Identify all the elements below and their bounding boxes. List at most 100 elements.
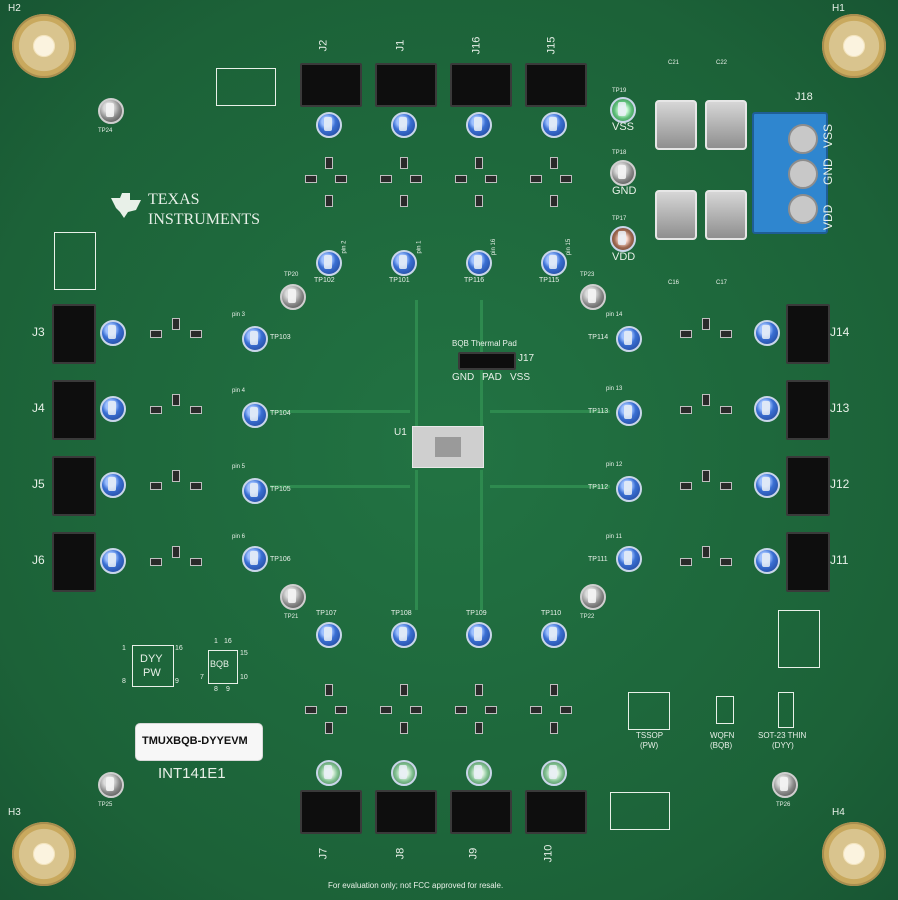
header-j5[interactable] [52, 456, 96, 516]
label-vdd-tp: VDD [612, 251, 636, 263]
test-point-tp23[interactable] [580, 284, 606, 310]
header-j10[interactable] [525, 790, 587, 834]
header-j3[interactable] [52, 304, 96, 364]
test-point-tp115[interactable] [541, 250, 567, 276]
label-tp111: TP111 [588, 556, 608, 563]
label-h1: H1 [832, 3, 845, 14]
capacitor-c22 [705, 100, 747, 150]
test-point-tp109[interactable] [466, 622, 492, 648]
test-point-tp17[interactable] [610, 226, 636, 252]
header-j12[interactable] [786, 456, 830, 516]
test-point-tp22[interactable] [580, 584, 606, 610]
screw-icon[interactable] [788, 159, 818, 189]
test-point-tp110[interactable] [541, 622, 567, 648]
terminal-block-j18[interactable] [752, 112, 828, 234]
test-point-tp24[interactable] [98, 98, 124, 124]
label-wqfn-sub: (BQB) [710, 741, 733, 750]
label-pkg-16: 16 [175, 645, 183, 652]
label-c17: C17 [716, 280, 728, 286]
test-point-tp26[interactable] [772, 772, 798, 798]
test-point-tp111[interactable] [616, 546, 642, 572]
header-j11[interactable] [786, 532, 830, 592]
test-point[interactable] [466, 760, 492, 786]
footprint-sot23 [778, 692, 794, 728]
label-j5: J5 [32, 477, 45, 491]
test-point-tp108[interactable] [391, 622, 417, 648]
test-point[interactable] [754, 320, 780, 346]
test-point[interactable] [100, 472, 126, 498]
test-point[interactable] [466, 112, 492, 138]
test-point[interactable] [316, 760, 342, 786]
header-j16[interactable] [450, 63, 512, 107]
screw-icon[interactable] [788, 124, 818, 154]
resistor [325, 157, 333, 169]
test-point[interactable] [754, 396, 780, 422]
header-j13[interactable] [786, 380, 830, 440]
test-point[interactable] [391, 760, 417, 786]
test-point-tp25[interactable] [98, 772, 124, 798]
logo-line2: Instruments [148, 211, 261, 228]
jumper-diagram-top-left [216, 68, 276, 106]
label-tp18: TP18 [612, 150, 627, 156]
header-j6[interactable] [52, 532, 96, 592]
capacitor-c16 [655, 190, 697, 240]
test-point-tp102[interactable] [316, 250, 342, 276]
header-j7[interactable] [300, 790, 362, 834]
test-point-tp114[interactable] [616, 326, 642, 352]
label-pin12: pin 12 [606, 462, 623, 468]
label-j7: J7 [317, 847, 330, 860]
test-point[interactable] [100, 396, 126, 422]
header-j15[interactable] [525, 63, 587, 107]
label-tp105: TP105 [270, 486, 291, 493]
resistor [475, 195, 483, 207]
test-point[interactable] [100, 320, 126, 346]
test-point[interactable] [391, 112, 417, 138]
test-point[interactable] [541, 760, 567, 786]
test-point-tp105[interactable] [242, 478, 268, 504]
test-point-tp116[interactable] [466, 250, 492, 276]
resistor [485, 175, 497, 183]
test-point-tp113[interactable] [616, 400, 642, 426]
header-j4[interactable] [52, 380, 96, 440]
test-point[interactable] [541, 112, 567, 138]
label-bqb-7: 7 [200, 674, 204, 681]
test-point-tp21[interactable] [280, 584, 306, 610]
screw-icon[interactable] [788, 194, 818, 224]
label-pkg-1: 1 [122, 645, 126, 652]
label-tp19: TP19 [612, 88, 627, 94]
trace [415, 300, 418, 430]
test-point-tp18[interactable] [610, 160, 636, 186]
trace [490, 410, 610, 413]
label-tp17: TP17 [612, 216, 627, 222]
resistor [702, 546, 710, 558]
header-j9[interactable] [450, 790, 512, 834]
resistor [475, 157, 483, 169]
label-pin5: pin 5 [232, 464, 246, 470]
resistor [150, 330, 162, 338]
test-point-tp19[interactable] [610, 97, 636, 123]
test-point-tp104[interactable] [242, 402, 268, 428]
label-pin15: pin 15 [566, 238, 573, 256]
label-tssop-sub: (PW) [640, 741, 659, 750]
test-point-tp103[interactable] [242, 326, 268, 352]
header-j14[interactable] [786, 304, 830, 364]
header-j1[interactable] [375, 63, 437, 107]
resistor [305, 706, 317, 714]
header-j8[interactable] [375, 790, 437, 834]
test-point[interactable] [754, 472, 780, 498]
test-point-tp107[interactable] [316, 622, 342, 648]
test-point[interactable] [754, 548, 780, 574]
test-point-tp106[interactable] [242, 546, 268, 572]
test-point-tp20[interactable] [280, 284, 306, 310]
test-point-tp112[interactable] [616, 476, 642, 502]
resistor [550, 195, 558, 207]
trace [270, 485, 410, 488]
footer-disclaimer: For evaluation only; not FCC approved fo… [328, 881, 504, 890]
header-j2[interactable] [300, 63, 362, 107]
test-point-tp101[interactable] [391, 250, 417, 276]
label-tp26: TP26 [776, 802, 791, 808]
test-point[interactable] [316, 112, 342, 138]
test-point[interactable] [100, 548, 126, 574]
header-j17[interactable] [458, 352, 516, 370]
